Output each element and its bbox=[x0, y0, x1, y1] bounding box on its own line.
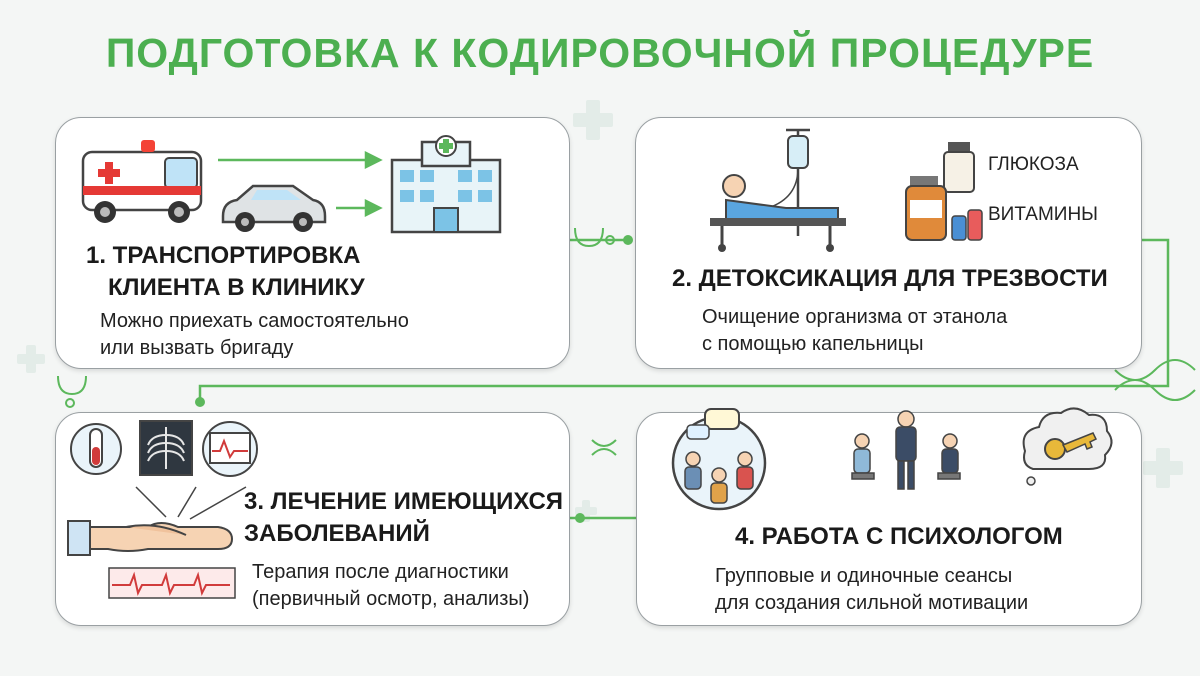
group-session-icon bbox=[671, 408, 767, 511]
iv-drip-patient-icon bbox=[710, 128, 846, 252]
vitamins-label: ВИТАМИНЫ bbox=[988, 204, 1099, 225]
psychologist-session-icon bbox=[851, 410, 961, 490]
page-title: ПОДГОТОВКА К КОДИРОВОЧНОЙ ПРОЦЕДУРЕ bbox=[105, 30, 1095, 76]
xray-icon bbox=[139, 420, 193, 476]
hospital-icon bbox=[390, 135, 502, 234]
stethoscope-icon bbox=[57, 227, 615, 408]
key-idea-icon bbox=[1022, 407, 1113, 486]
step-2-heading: 2. ДЕТОКСИКАЦИЯ ДЛЯ ТРЕЗВОСТИ bbox=[672, 265, 1108, 292]
glucose-label: ГЛЮКОЗА bbox=[988, 154, 1079, 175]
step-4-description: Групповые и одиночные сеансы для создани… bbox=[715, 565, 1029, 614]
medicine-bottles-icon bbox=[905, 142, 983, 241]
step-3-heading: 3. ЛЕЧЕНИЕ ИМЕЮЩИХСЯ ЗАБОЛЕВАНИЙ bbox=[244, 488, 564, 547]
ambulance-icon bbox=[81, 140, 203, 223]
step-1-heading: 1. ТРАНСПОРТИРОВКА КЛИЕНТА В КЛИНИКУ bbox=[86, 242, 365, 301]
step-card-detox: ГЛЮКОЗА ВИТАМИНЫ 2. ДЕТОКСИКАЦИЯ ДЛЯ ТРЕ… bbox=[635, 117, 1142, 369]
step-1-description: Можно приехать самостоятельно или вызват… bbox=[100, 310, 409, 359]
ecg-strip-icon bbox=[108, 567, 236, 599]
arrow-icon bbox=[218, 150, 383, 218]
monitor-icon bbox=[202, 421, 258, 477]
step-card-transport: 1. ТРАНСПОРТИРОВКА КЛИЕНТА В КЛИНИКУ Мож… bbox=[55, 117, 570, 369]
car-icon bbox=[221, 184, 327, 232]
pulse-check-icon bbox=[67, 486, 247, 556]
step-2-description: Очищение организма от этанола с помощью … bbox=[702, 306, 1008, 355]
step-card-treatment: 3. ЛЕЧЕНИЕ ИМЕЮЩИХСЯ ЗАБОЛЕВАНИЙ Терапия… bbox=[55, 412, 570, 626]
dna-icon bbox=[591, 359, 1196, 456]
test-tube-icon bbox=[70, 423, 122, 475]
step-3-description: Терапия после диагностики (первичный осм… bbox=[252, 561, 530, 610]
step-4-heading: 4. РАБОТА С ПСИХОЛОГОМ bbox=[735, 523, 1063, 550]
step-card-psychologist: 4. РАБОТА С ПСИХОЛОГОМ Групповые и одино… bbox=[636, 407, 1142, 626]
